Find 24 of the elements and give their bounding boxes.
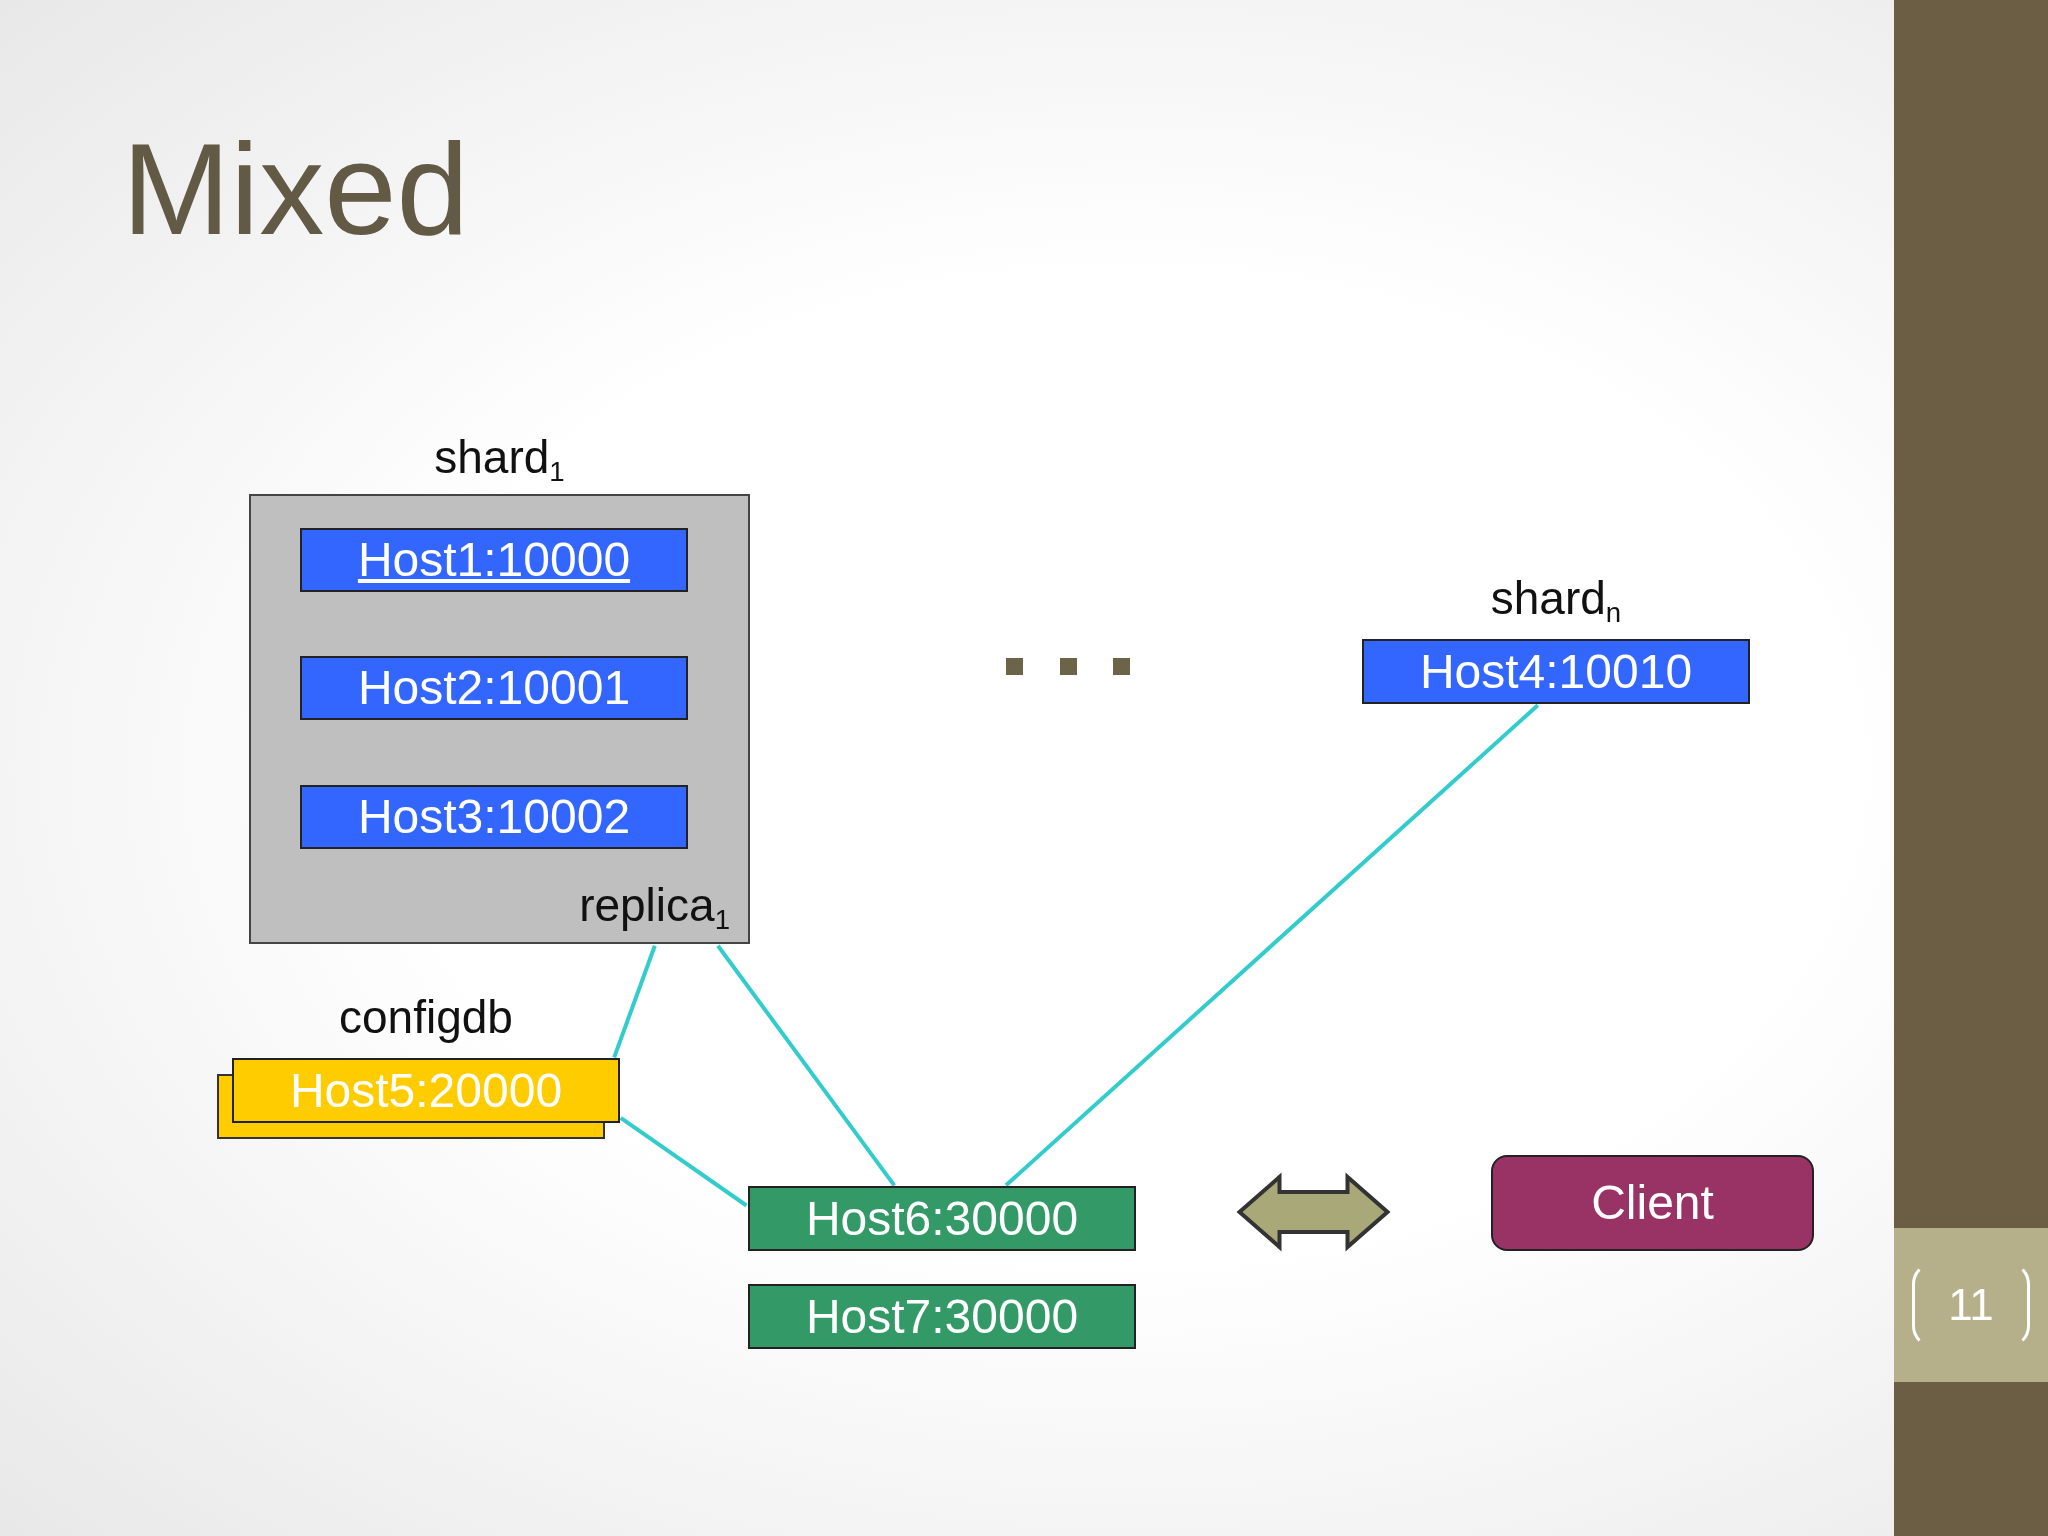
host-label: Client [1591,1179,1714,1227]
host-box [300,785,688,849]
group-label: shard$_{1}$ [433,430,566,489]
double-arrow [1236,1172,1391,1252]
slide-title: Mixed [122,118,469,261]
page-number: 11 [1912,1262,2030,1348]
host-label: Host4:10010 [1419,647,1693,696]
group-label: replica$_{1}$ [579,877,730,936]
router-box [748,1284,1136,1349]
router-box [748,1186,1136,1251]
host-label: Host7:30000 [805,1292,1079,1341]
connector-line [1004,703,1540,1187]
connector-line [612,945,657,1059]
client-box [1491,1155,1814,1251]
connector-line [619,1116,748,1208]
host-label: Host2:10001 [357,664,631,712]
host-label: Host5:20000 [289,1066,563,1115]
host-box [300,656,688,720]
connector-line [716,944,896,1187]
host-label: Host3:10002 [357,793,631,841]
host-label: Host6:30000 [805,1194,1079,1243]
host-box [300,528,688,592]
host-label: Host1:10000 [357,536,631,584]
group-label: shard$_{n}$ [1489,575,1623,627]
